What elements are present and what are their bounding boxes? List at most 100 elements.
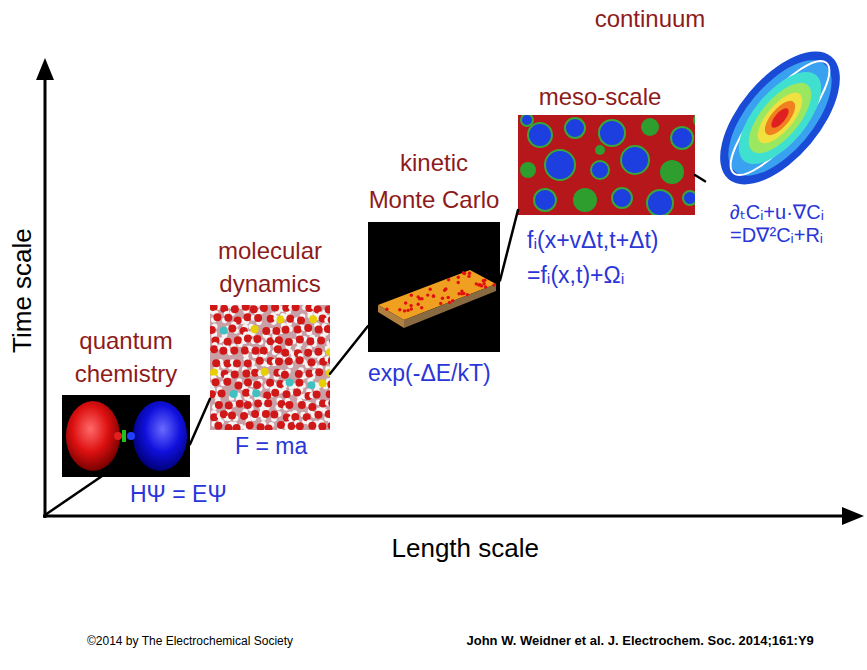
stage-image: kinetic Monte Carloexp(-ΔE/kT) [368,222,500,352]
stage-image: meso-scalefᵢ(x+vΔt,t+Δt) =fᵢ(x,t)+Ωᵢ [518,115,695,215]
oxygen-atom [233,424,241,430]
orbital-lobe [66,401,120,471]
oxygen-atom [235,382,243,390]
oxygen-atom [244,401,252,409]
oxygen-atom [262,410,270,418]
particles-picture [518,115,695,215]
oxygen-atom [286,315,294,323]
oxygen-atom [250,305,258,313]
oxygen-atom [296,422,304,430]
adsorbate-dot [441,297,444,300]
oxygen-atom [307,337,315,345]
oxygen-atom [325,305,330,313]
oxygen-atom [328,357,330,365]
stage-title: meso-scale [500,83,700,112]
adsorbate-dot [467,275,470,278]
oxygen-atom [260,305,268,312]
oxygen-atom [298,401,306,409]
orbital-picture [62,395,190,477]
adsorbate-dot [478,283,481,286]
oxygen-atom [285,338,293,346]
oxygen-atom [261,368,269,376]
oxygen-atom [275,357,283,365]
particle [534,189,556,211]
oxygen-atom [328,399,330,407]
stage-title: continuum [585,5,715,34]
surface-slab-side [378,305,404,328]
adsorbate-dot [484,285,487,288]
oxygen-atom [285,401,293,409]
adsorbate-dot [457,276,460,279]
particle [671,127,693,149]
oxygen-atom [254,314,262,322]
adsorbate-dot [482,282,485,285]
stage-equation: HΨ = EΨ [130,481,270,509]
particle [521,115,533,126]
scale-line [45,474,105,515]
adsorbate-dot [457,292,460,295]
oxygen-atom [277,421,285,429]
oxygen-atom [264,399,272,407]
axis-arrowhead [842,507,864,525]
oxygen-atom [291,413,299,421]
adsorbate-dot [466,293,469,296]
oxygen-atom [256,357,264,365]
adsorbate-dot [457,281,460,284]
oxygen-atom [242,370,250,378]
oxygen-atom [295,379,303,387]
adsorbate-dot [463,272,466,275]
oxygen-atom [228,325,236,333]
particle [599,120,625,146]
oxygen-atom [315,325,323,333]
particle [660,160,684,184]
oxygen-atom [277,316,285,324]
particle [621,146,649,174]
oxygen-atom [324,325,330,333]
oxygen-atom [214,422,222,430]
molecules [210,305,330,430]
field-band [768,106,791,131]
adsorbate-dot [492,283,495,286]
adsorbate-dot [447,278,450,281]
stage-equation: exp(-ΔE/kT) [368,360,538,388]
oxygen-atom [270,411,278,419]
scale-connector [695,175,705,181]
adsorbate-dot [443,289,446,292]
adsorbate-dot [385,308,388,311]
adsorbate-dot [410,294,413,297]
oxygen-atom [213,313,221,321]
particles [520,115,695,215]
adsorbate-dot [406,309,409,312]
oxygen-atom [210,413,218,421]
oxygen-atom [242,305,250,311]
axis-title: Time scale [6,228,37,353]
scale-connector [330,326,368,374]
oxygen-atom [236,400,244,408]
adsorbate-dot [432,294,435,297]
oxygen-atom [223,378,231,386]
oxygen-atom [271,305,279,312]
oxygen-atom [281,371,289,379]
adsorbate-dot [420,297,423,300]
source-note: John W. Weidner et al. J. Electrochem. S… [467,633,814,649]
oxygen-atom [252,347,260,355]
oxygen-atom [328,422,330,430]
molecules-picture [210,305,330,430]
scale-connector [500,210,518,281]
axis-title: Length scale [392,533,539,564]
oxygen-atom [326,390,330,398]
oxygen-atom [253,335,261,343]
oxygen-atom [318,423,326,431]
particle [520,162,536,178]
oxygen-atom [319,379,327,387]
oxygen-atom [220,326,228,334]
oxygen-atom [308,403,316,411]
source-note: ©2014 by The Electrochemical Society [87,634,293,648]
stage-image: molecular dynamicsF = ma [210,305,330,430]
stage-title: kinetic Monte Carlo [366,144,502,218]
axis-arrowhead [36,58,54,80]
adsorbate-dot [409,304,412,307]
oxygen-atom [244,379,252,387]
surface-slab-side [404,284,496,328]
oxygen-atom [294,326,302,334]
